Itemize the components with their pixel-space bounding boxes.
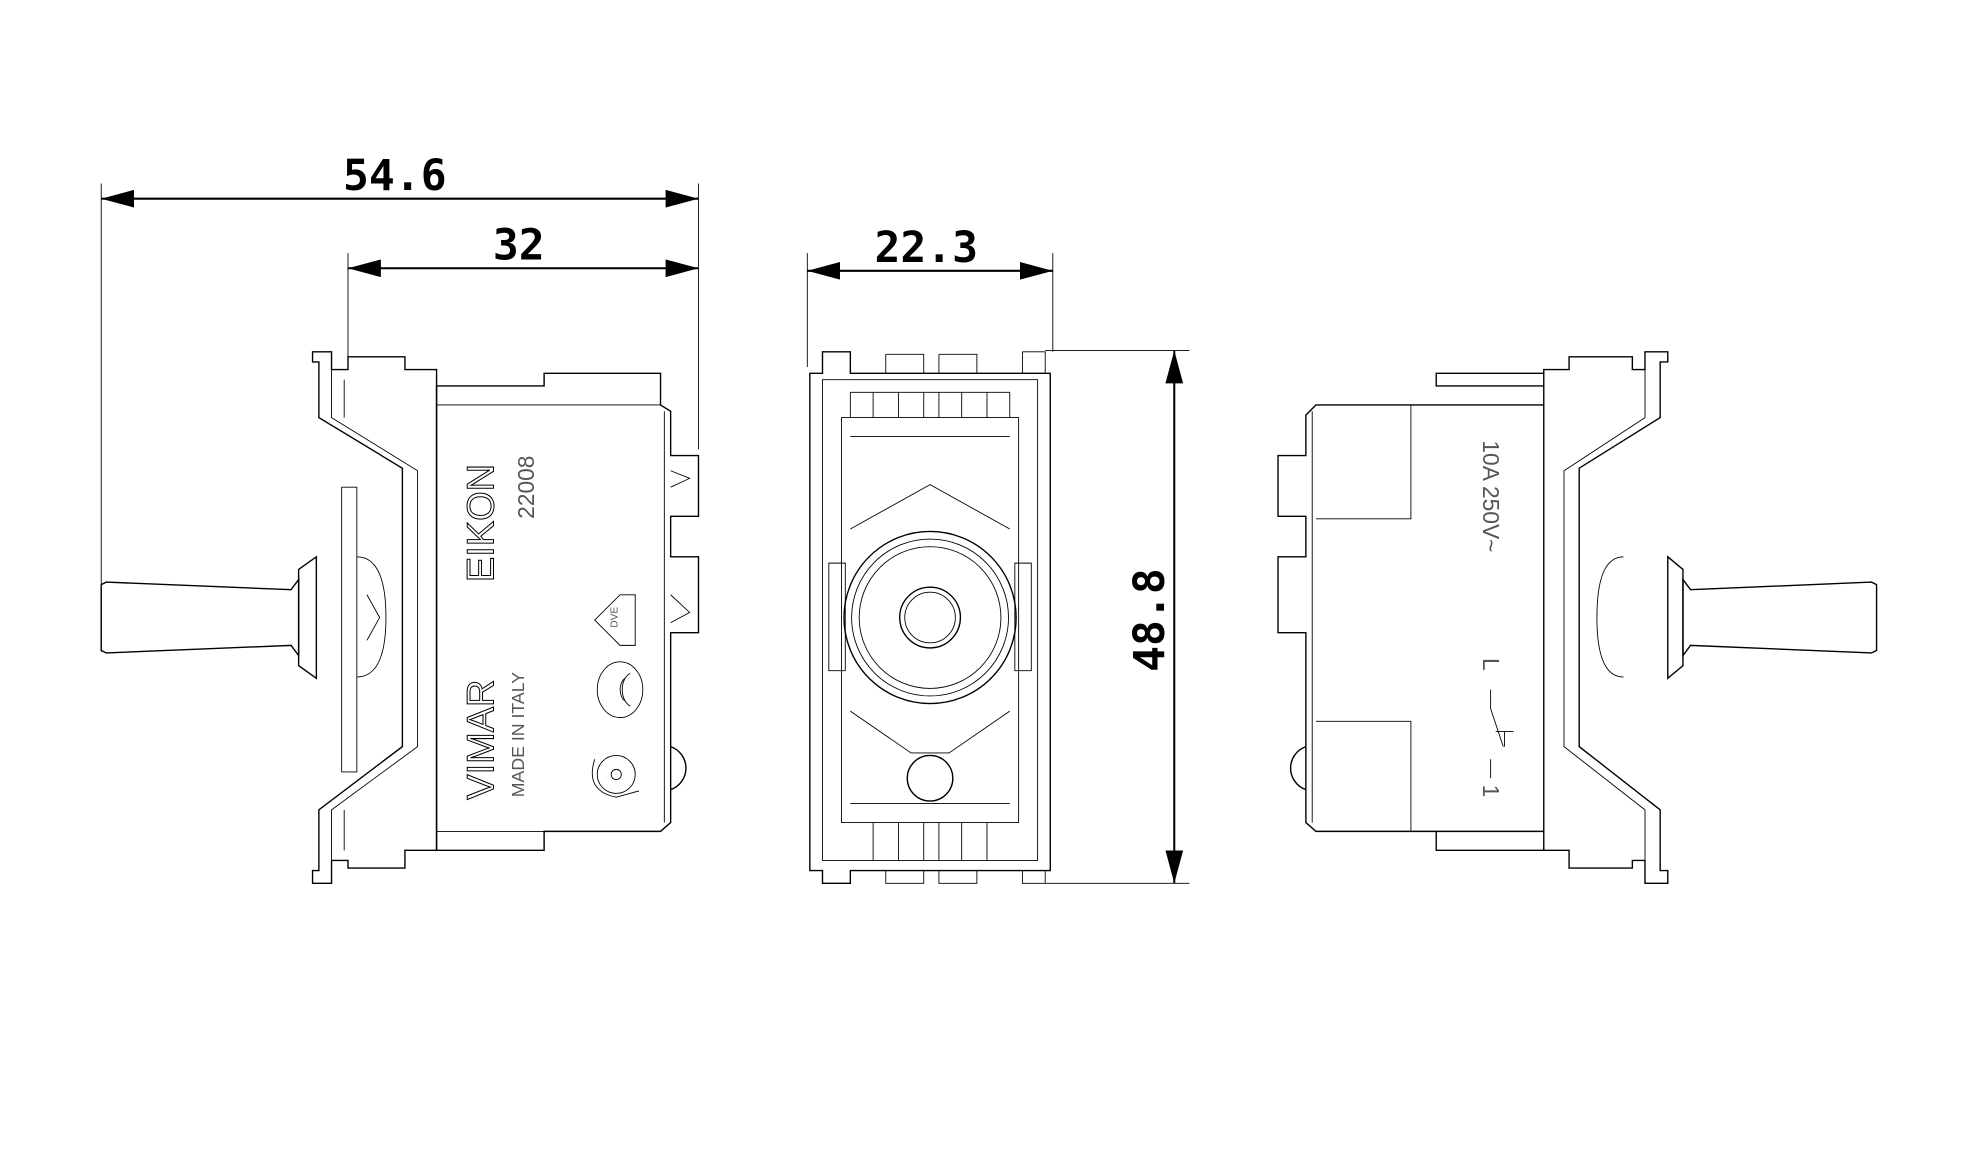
front-frame xyxy=(809,351,1051,884)
dimension-label-48-8: 48.8 xyxy=(1125,568,1175,672)
switch-body-right xyxy=(1277,372,1544,852)
actuator-center xyxy=(898,586,962,649)
toggle-lever-right xyxy=(1682,577,1878,658)
mounting-frame-right xyxy=(1543,351,1669,884)
marking-code: 22008 xyxy=(513,456,539,519)
switch-symbol-icon xyxy=(1490,689,1514,779)
right-side-view: 10A 250V~ L 1 xyxy=(1277,351,1878,884)
imq-mark-icon xyxy=(591,755,640,798)
certification-mark-icon xyxy=(596,661,644,718)
marking-terminal-1: 1 xyxy=(1478,785,1504,798)
dimension-height: 48.8 xyxy=(1045,350,1190,884)
indicator-hole xyxy=(906,754,954,802)
dimension-label-32: 32 xyxy=(493,220,545,270)
left-side-view: EIKON 22008 VIMAR MADE IN ITALY DVE xyxy=(100,351,700,884)
svg-text:DVE: DVE xyxy=(610,607,621,628)
marking-eikon: EIKON xyxy=(460,464,502,582)
marking-rating: 10A 250V~ xyxy=(1478,440,1504,552)
marking-terminal-l: L xyxy=(1478,658,1504,671)
terminal-screw xyxy=(670,745,687,791)
front-view xyxy=(809,351,1051,884)
dimension-overall-depth: 54.6 xyxy=(100,151,699,652)
marking-vimar: VIMAR xyxy=(460,680,502,800)
mounting-frame xyxy=(311,351,438,884)
terminal-screw-right xyxy=(1289,745,1307,791)
dimension-label-22-3: 22.3 xyxy=(874,223,978,273)
dve-mark-icon: DVE xyxy=(594,594,636,646)
actuator-outer-ring xyxy=(843,530,1017,705)
dimension-label-54-6: 54.6 xyxy=(343,151,447,201)
marking-made-in-italy: MADE IN ITALY xyxy=(508,672,528,797)
toggle-lever xyxy=(100,577,300,658)
dimension-width: 22.3 xyxy=(806,223,1054,367)
dimension-body-depth: 32 xyxy=(347,220,699,361)
